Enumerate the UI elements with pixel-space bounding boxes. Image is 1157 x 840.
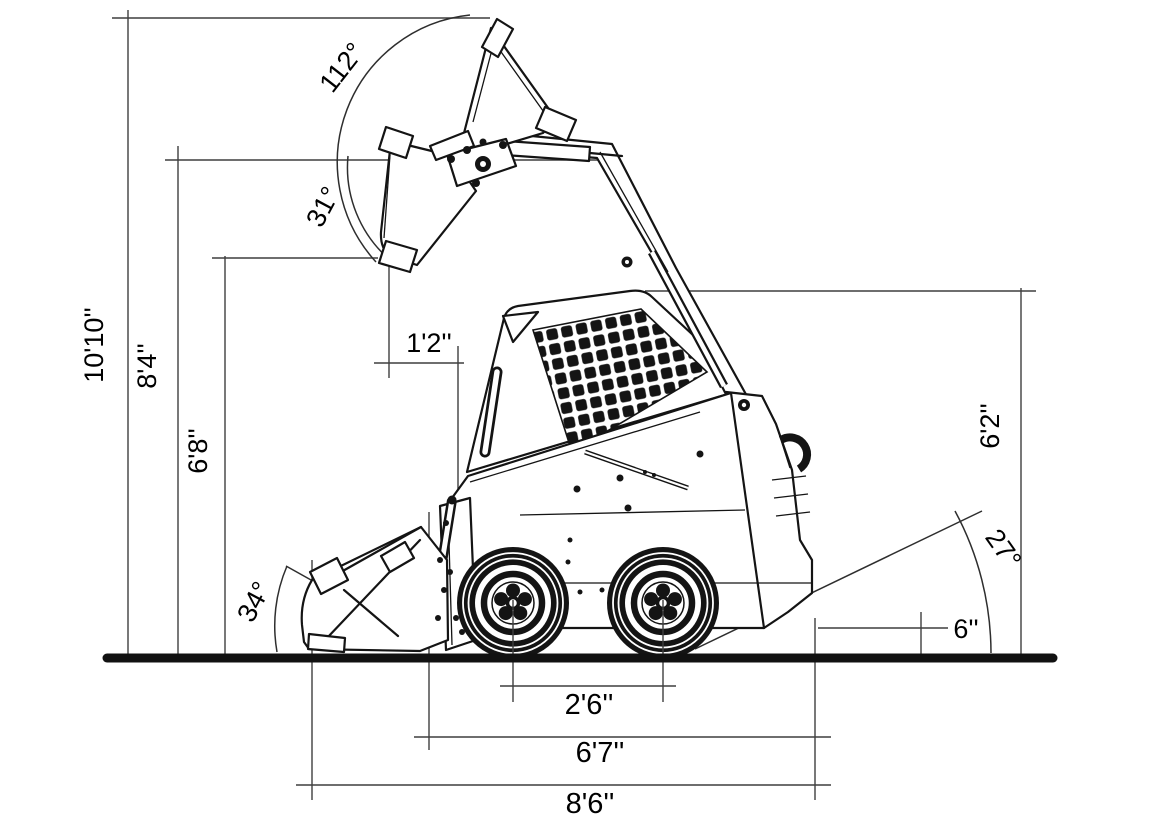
raised-bucket-linkage — [377, 17, 578, 274]
rear-hub-lug-5 — [644, 592, 659, 607]
body-bolt-2 — [616, 474, 624, 482]
lift-arm — [490, 130, 750, 406]
attach-bolt-1 — [443, 520, 449, 526]
linkage-bolt-5 — [479, 138, 487, 146]
bucket-carry-shell — [461, 26, 558, 154]
bucket-dump-spill-plate — [377, 125, 415, 160]
body-bolt-3 — [696, 450, 704, 458]
bucket-dump-lip-plate — [377, 239, 419, 274]
label-overall-length: 8'6'' — [566, 788, 615, 820]
body-bolt-6 — [565, 559, 571, 565]
cab-visor — [501, 310, 540, 344]
linkage-bolt-4 — [499, 141, 507, 149]
rear-hub-lug-3 — [663, 606, 678, 621]
bucket-ground-rollback — [300, 525, 450, 654]
body-bolt-4 — [624, 504, 632, 512]
label-length: 6'7'' — [576, 737, 625, 769]
label-overall-height: 10'10'' — [79, 307, 109, 383]
front-hub-lug-1 — [506, 583, 520, 598]
cylinder-pin-top — [447, 495, 457, 505]
cab — [465, 289, 733, 474]
boom-cylinder-inner — [650, 250, 726, 388]
label-rollback-angle: 34° — [231, 577, 277, 627]
body-bolt-9 — [577, 589, 583, 595]
label-hinge-pin-height: 8'4'' — [132, 343, 162, 389]
bucket-carry-back-plate — [480, 17, 515, 59]
label-dump-height: 6'8'' — [183, 428, 213, 474]
rear-seam-1 — [775, 423, 791, 469]
dimension-lines — [112, 10, 1036, 800]
ground-bucket-strut-1 — [342, 588, 400, 638]
ground-bucket-cutting-edge — [306, 632, 347, 654]
label-bucket-rotation-angle: 112° — [314, 37, 371, 98]
label-cab-height: 6'2'' — [975, 403, 1005, 449]
fender-seam — [519, 509, 746, 516]
label-departure-angle: 27° — [979, 524, 1027, 575]
body-bolt-8 — [652, 473, 656, 477]
attach-bolt-3 — [453, 615, 459, 621]
attach-bolt-2 — [447, 569, 453, 575]
machine — [300, 17, 814, 659]
rear-hub-lug-1 — [656, 583, 670, 598]
ground-bucket-mid-plate — [379, 540, 416, 574]
ground-bucket-bolt-3 — [435, 615, 441, 621]
body-bolt-5 — [567, 537, 573, 543]
ground-bucket-bolt-2 — [441, 587, 447, 593]
rear-hub-lug-4 — [648, 606, 663, 621]
rear-hub-lug-2 — [667, 592, 682, 607]
rear-wheel — [607, 547, 719, 659]
front-hub-lug-2 — [517, 592, 532, 607]
linkage-bolt-1 — [447, 155, 455, 163]
boom-elbow-bolt-hole — [625, 260, 629, 264]
rear-grille-1 — [771, 475, 807, 481]
label-wheelbase: 2'6'' — [565, 689, 614, 721]
linkage-bolt-2 — [463, 146, 471, 154]
label-ground-clearance: 6'' — [953, 614, 978, 644]
linkage-bolt-3 — [472, 179, 480, 187]
front-hub-lug-4 — [498, 606, 513, 621]
step-tread-inner — [584, 450, 689, 490]
front-hub-lug-5 — [494, 592, 509, 607]
body-bolt-10 — [599, 587, 605, 593]
arm-pivot-hole — [741, 402, 747, 408]
cab-handle-inner — [482, 369, 500, 455]
body-bolt-7 — [643, 470, 647, 474]
tilt-cylinder-rod — [588, 151, 624, 158]
bucket-rotation-arc — [336, 14, 471, 263]
bucket-dump-inner — [383, 154, 391, 239]
bucket-carry-lip-plate — [534, 105, 578, 143]
ground-bucket-bolt-1 — [437, 557, 443, 563]
attach-bolt-4 — [459, 629, 465, 635]
rear-grille-2 — [773, 493, 809, 499]
rear-handle — [778, 433, 812, 473]
ground-bucket-spill-plate — [308, 556, 350, 596]
linkage-link — [428, 129, 476, 162]
ground-bucket-top-edge — [339, 525, 423, 574]
bucket-pivot-hole — [480, 161, 486, 167]
front-hub-lug-3 — [513, 606, 528, 621]
rear-grille-3 — [775, 511, 811, 517]
departure-angle-arc — [954, 510, 992, 654]
sill-line — [469, 411, 701, 483]
body-bolt-1 — [573, 485, 581, 493]
label-reach: 1'2'' — [406, 328, 452, 358]
dump-angle-arc — [346, 155, 391, 261]
rollback-angle-arc — [274, 565, 288, 653]
cab-mesh-window — [531, 308, 709, 454]
